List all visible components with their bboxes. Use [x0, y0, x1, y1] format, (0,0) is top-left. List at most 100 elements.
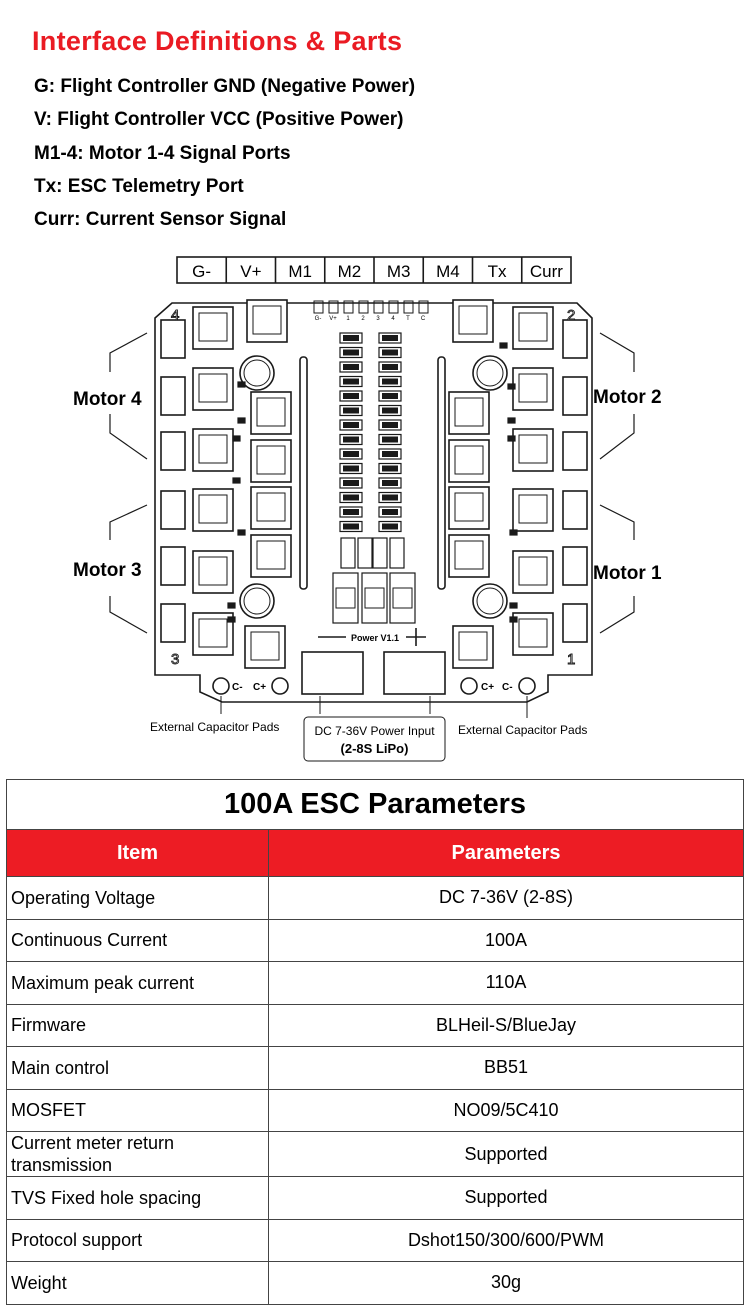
mosfet-chip [192, 612, 234, 656]
param-item: MOSFET [6, 1088, 269, 1132]
param-item: Main control [6, 1046, 269, 1090]
capacitor-body [343, 422, 359, 428]
smd-component [509, 529, 518, 536]
signal-pin [313, 300, 324, 314]
mosfet-die [454, 397, 484, 427]
motor-pad [562, 376, 588, 416]
column-header-parameters: Parameters [268, 829, 744, 877]
motor-pads [160, 319, 588, 643]
signal-pin [373, 300, 384, 314]
capacitor-body [382, 480, 398, 486]
motor-pad [562, 431, 588, 471]
param-item: Firmware [6, 1003, 269, 1047]
param-item: Continuous Current [6, 918, 269, 962]
mosfet-die [252, 305, 282, 335]
mosfet-chip [512, 612, 554, 656]
mosfet-die [198, 373, 228, 403]
mosfet-die [518, 494, 548, 524]
mosfet-die [256, 397, 286, 427]
signal-pin-label: C [421, 316, 426, 322]
port-label: V+ [240, 262, 261, 281]
mosfet-chip [250, 439, 292, 483]
motor-pad [562, 490, 588, 530]
motor-pad [160, 376, 186, 416]
signal-pin-label: V+ [329, 316, 337, 322]
definition-current: Curr: Current Sensor Signal [34, 209, 287, 231]
ext-cap-pads-left-label: External Capacitor Pads [150, 720, 279, 734]
motor-pad [160, 319, 186, 359]
mosfet-die [458, 305, 488, 335]
parameters-table-title: 100A ESC Parameters [6, 779, 744, 830]
signal-pin [358, 300, 369, 314]
board-version-label: Power V1.1 [351, 633, 399, 643]
param-item: TVS Fixed hole spacing [6, 1176, 269, 1220]
power-mosfet [389, 572, 416, 624]
mosfet-die [454, 540, 484, 570]
param-value: DC 7-36V (2-8S) [268, 876, 744, 920]
mosfet-die [198, 494, 228, 524]
motor-4-label: Motor 4 [73, 389, 142, 410]
mosfet-chip [448, 486, 490, 530]
left-slot [299, 356, 308, 590]
tvs-diode [340, 537, 356, 569]
capacitor-body [343, 393, 359, 399]
mosfet-chip [250, 391, 292, 435]
param-item: Weight [6, 1261, 269, 1305]
signal-pin-label: T [406, 316, 410, 322]
signal-pin [403, 300, 414, 314]
param-value: BLHeil-S/BlueJay [268, 1003, 744, 1047]
smd-component [509, 602, 518, 609]
capacitor-body [382, 378, 398, 385]
port-label: M3 [387, 262, 411, 281]
port-label: M2 [338, 262, 362, 281]
mosfet-chip [244, 625, 286, 669]
capacitor-body [382, 494, 398, 501]
capacitor-body [343, 335, 359, 341]
power-mosfet-tab [335, 587, 356, 609]
cap-pad-right-plus: C+ [481, 682, 494, 693]
mount-holes [239, 355, 508, 619]
param-item: Maximum peak current [6, 961, 269, 1005]
mosfet-die [518, 373, 548, 403]
signal-pin-label: 4 [391, 316, 395, 322]
smd-component [237, 529, 246, 536]
mosfet-chip [192, 550, 234, 594]
tvs-diode [372, 537, 388, 569]
mosfet-die [256, 492, 286, 522]
motor-brackets [109, 332, 635, 634]
param-item: Operating Voltage [6, 876, 269, 920]
param-value: Dshot150/300/600/PWM [268, 1218, 744, 1262]
capacitor-body [343, 480, 359, 486]
mosfet-chip [448, 534, 490, 578]
param-value: Supported [268, 1131, 744, 1177]
smd-component [232, 435, 241, 442]
mosfet-die [198, 312, 228, 342]
corner-number-1: 1 [567, 651, 575, 668]
port-label: Curr [530, 262, 563, 281]
definitions-list: G: Flight Controller GND (Negative Power… [34, 74, 415, 240]
param-value: 30g [268, 1261, 744, 1305]
capacitor-body [382, 422, 398, 428]
capacitor-body [382, 451, 398, 457]
mosfet-die [518, 434, 548, 464]
signal-pin-label: 1 [346, 316, 350, 322]
capacitor-body [382, 335, 398, 341]
port-label: G- [192, 262, 211, 281]
definition-motor-signals: M1-4: Motor 1-4 Signal Ports [34, 142, 291, 164]
mosfet-chip [192, 488, 234, 532]
mosfet-chip [452, 299, 494, 343]
mosfet-chips [192, 299, 554, 669]
param-item: Protocol support [6, 1218, 269, 1262]
capacitor-body [382, 407, 398, 414]
smd-component [507, 435, 516, 442]
capacitor-body [382, 523, 398, 530]
signal-pin-label: 2 [361, 316, 365, 322]
